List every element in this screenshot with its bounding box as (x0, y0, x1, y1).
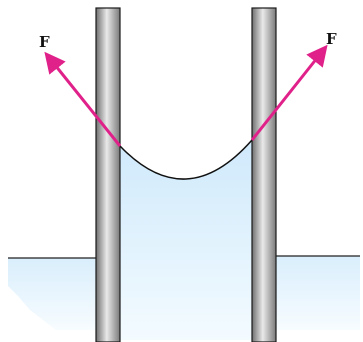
right-force-label: F (326, 30, 337, 48)
outer-water-pool-right (276, 256, 360, 330)
left-force-label: F (39, 33, 50, 51)
tube-wall-right (251, 7, 277, 342)
outer-water-pool (8, 258, 96, 330)
right-force-arrow (250, 44, 328, 141)
left-force-arrow (44, 51, 122, 147)
tube-wall-left (95, 7, 121, 342)
meniscus (119, 139, 253, 180)
water-column (120, 140, 252, 340)
